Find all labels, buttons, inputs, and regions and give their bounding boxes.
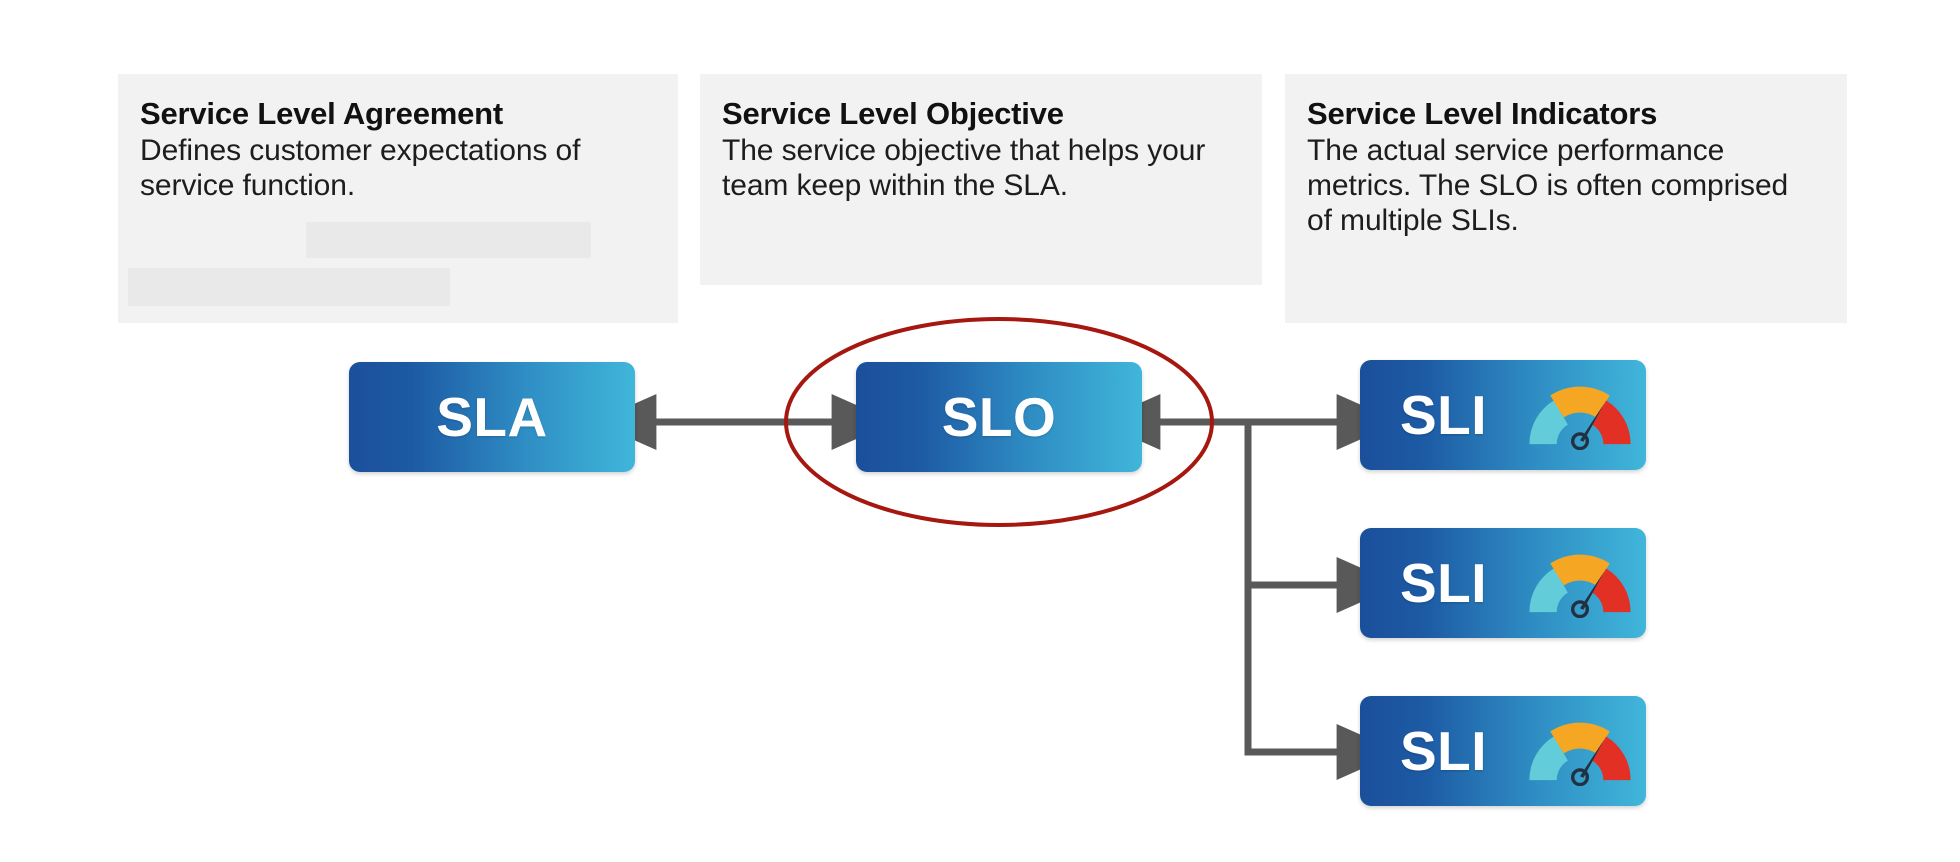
redaction-block <box>306 222 591 258</box>
card-title: Service Level Agreement <box>140 96 503 131</box>
gauge-meter-icon <box>1529 554 1631 618</box>
card-title: Service Level Indicators <box>1307 96 1658 131</box>
card-body: Defines customer expectations of service… <box>140 133 581 202</box>
node-label: SLI <box>1400 551 1488 614</box>
card-title: Service Level Objective <box>722 96 1064 131</box>
card-service-level-agreement: Service Level Agreement Defines customer… <box>118 74 678 323</box>
node-sli-2[interactable]: SLI <box>1360 528 1646 638</box>
gauge-meter-icon <box>1529 386 1631 450</box>
card-body: The service objective that helps your te… <box>722 133 1206 202</box>
card-body: The actual service performance metrics. … <box>1307 133 1789 237</box>
gauge-meter-icon <box>1529 722 1631 786</box>
redaction-block <box>128 268 450 306</box>
card-service-level-indicators: Service Level Indicators The actual serv… <box>1285 74 1847 323</box>
node-label: SLI <box>1400 383 1488 446</box>
node-sla[interactable]: SLA <box>349 362 635 472</box>
node-slo[interactable]: SLO <box>856 362 1142 472</box>
node-label: SLI <box>1400 719 1488 782</box>
card-service-level-objective: Service Level Objective The service obje… <box>700 74 1262 285</box>
node-sli-3[interactable]: SLI <box>1360 696 1646 806</box>
node-label: SLO <box>941 385 1057 448</box>
node-sli-1[interactable]: SLI <box>1360 360 1646 470</box>
node-label: SLA <box>436 385 548 448</box>
